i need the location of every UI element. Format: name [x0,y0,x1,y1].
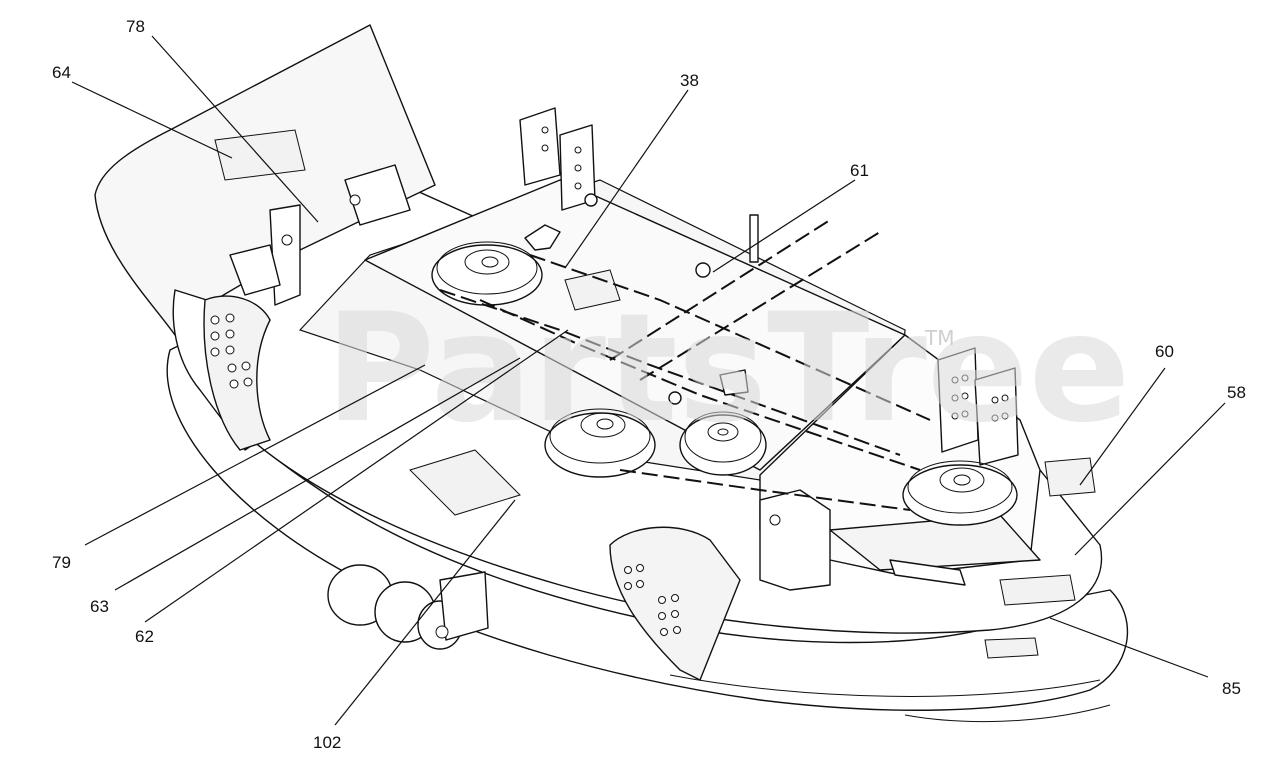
watermark: PartsTree TM [325,282,1130,456]
callout-62: 62 [135,627,154,646]
idler-pulley [679,411,767,476]
rear-right-bracket [519,107,596,211]
callout-labels: 78 64 38 61 60 58 79 63 62 85 102 [52,17,1246,752]
left-spindle-pulley [431,241,543,306]
baffle-holes [210,313,253,389]
front-baffle [609,526,741,681]
left-baffle [172,289,271,451]
callout-38: 38 [680,71,699,90]
leader-lines [71,35,1226,726]
callout-78: 78 [126,17,145,36]
callout-79: 79 [52,553,71,572]
center-spindle-pulley [544,408,656,478]
watermark-text: PartsTree [325,282,1130,456]
hitch-bracket [229,164,411,306]
callout-102: 102 [313,733,341,752]
callout-63: 63 [90,597,109,616]
callout-85: 85 [1222,679,1241,698]
deck-decals [409,269,1096,659]
small-hardware [524,193,966,586]
callout-60: 60 [1155,342,1174,361]
callout-61: 61 [850,161,869,180]
gauge-roller [327,564,489,650]
right-spindle-pulley [902,460,1018,526]
callout-64: 64 [52,63,71,82]
callout-58: 58 [1227,383,1246,402]
deflector-shield [94,24,436,336]
center-bracket [759,489,1041,591]
shield-decal [214,129,306,181]
drive-belt [439,219,931,511]
watermark-trademark: TM [924,326,954,350]
front-right-bracket [937,347,1019,466]
